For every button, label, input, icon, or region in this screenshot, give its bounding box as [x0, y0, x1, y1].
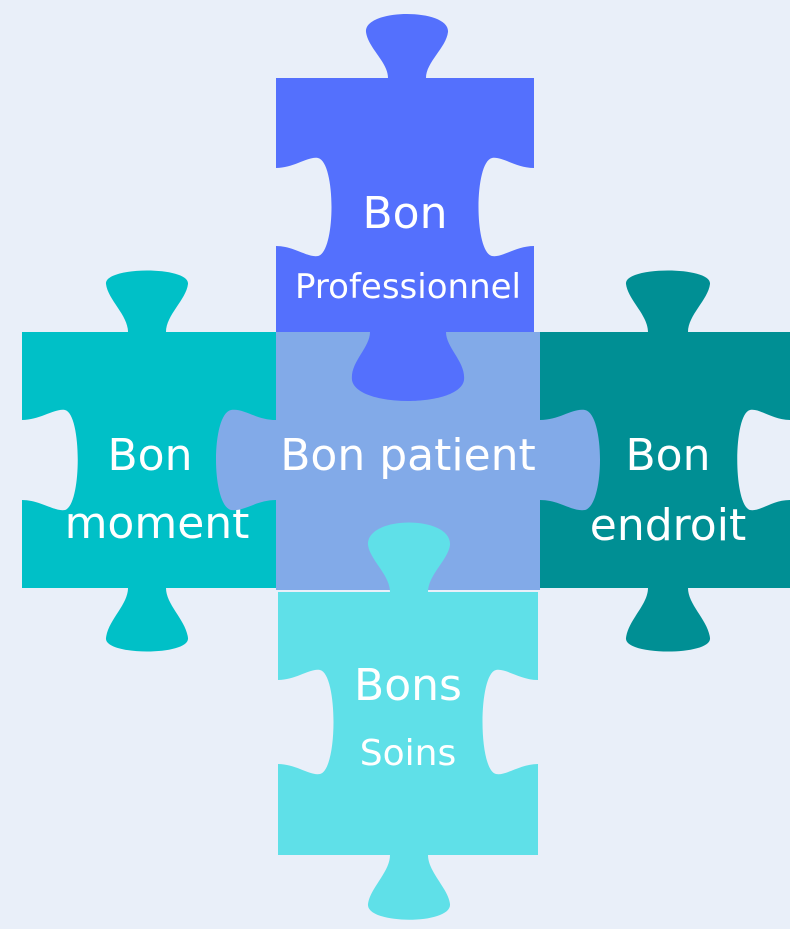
label-top-line-2: Professionnel — [295, 267, 521, 307]
label-top-line-1: Bon — [363, 188, 448, 239]
label-left-line-2: moment — [65, 498, 250, 549]
puzzle-piece-bon-moment: Bon moment — [22, 270, 276, 652]
puzzle-piece-bons-soins: Bons Soins — [278, 522, 538, 920]
puzzle-piece-bon-endroit: Bon endroit — [540, 270, 790, 652]
label-bottom-line-1: Bons — [354, 660, 462, 711]
label-center: Bon patient — [280, 430, 536, 481]
label-right-line-1: Bon — [626, 430, 711, 481]
label-bottom-line-2: Soins — [360, 733, 456, 774]
puzzle-piece-bon-professionnel: Bon Professionnel — [276, 14, 534, 401]
piece-left-shape — [22, 270, 276, 652]
piece-right-shape — [540, 270, 790, 652]
piece-center-shape — [216, 332, 600, 590]
label-right-line-2: endroit — [590, 500, 746, 551]
label-left-line-1: Bon — [108, 430, 193, 481]
piece-bottom-shape — [278, 522, 538, 920]
puzzle-piece-bon-patient: Bon patient — [216, 332, 600, 590]
piece-top-shape — [276, 14, 534, 401]
